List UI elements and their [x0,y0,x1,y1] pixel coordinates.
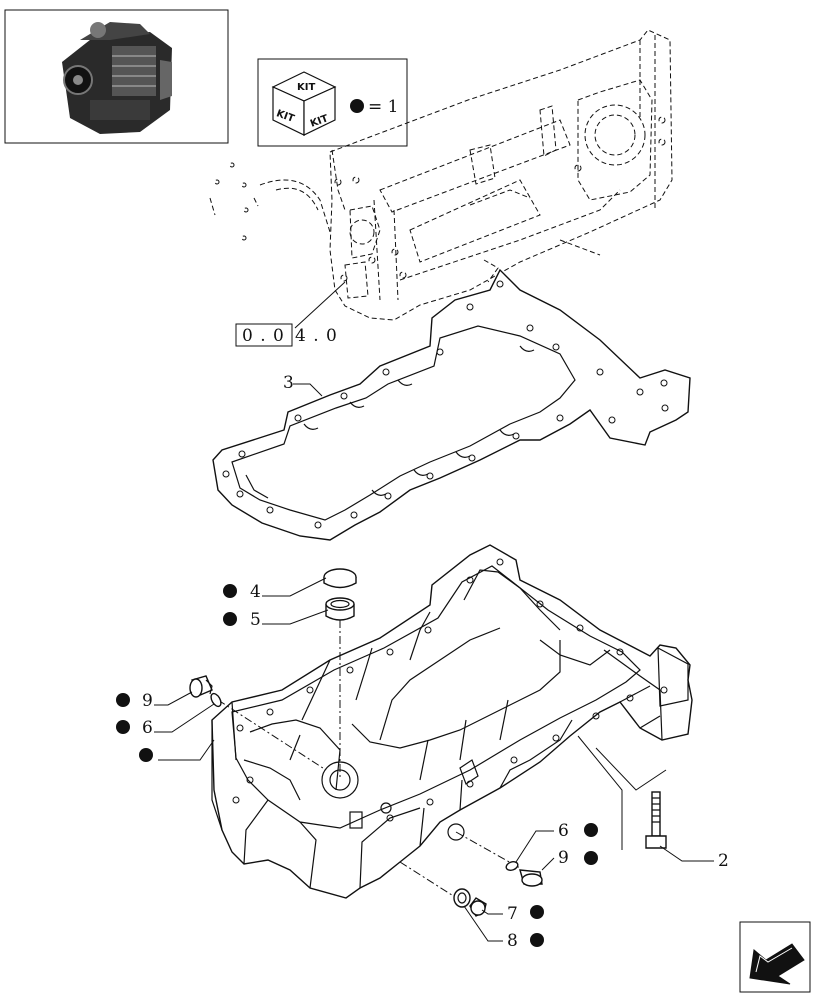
kit-bullet-icon [584,823,598,837]
kit-bullet-icon [584,851,598,865]
kit-equals-text: = 1 [368,97,398,117]
svg-text:6: 6 [142,718,153,738]
svg-text:9: 9 [142,691,153,711]
plug-7[interactable] [469,897,487,917]
plug-cap-4[interactable] [323,568,357,589]
svg-text:7: 7 [507,904,518,924]
kit-bullet-icon [116,720,130,734]
callout-8[interactable]: 8 [463,905,544,951]
o-ring-6-right[interactable] [505,860,519,872]
engine-icon [62,22,172,134]
navigation-arrow-button[interactable] [739,921,811,993]
kit-box-icon: KIT KIT KIT [271,71,337,136]
callout-4[interactable]: 4 [223,577,327,602]
svg-text:6: 6 [558,821,569,841]
seal-ring-5[interactable] [325,597,355,621]
assembly-axis-lines [217,620,667,905]
callout-6-right[interactable]: 6 [515,821,598,863]
kit-bullet-icon [116,693,130,707]
kit-bullet-icon [223,612,237,626]
svg-text:3: 3 [283,373,294,393]
arrow-left-down-icon [749,943,805,985]
sealing-washer-8[interactable] [453,888,471,908]
svg-text:5: 5 [250,610,261,630]
reference-label[interactable]: 0 . 0 4 . 0 [235,281,346,347]
kit-bullet-icon [223,584,237,598]
svg-text:9: 9 [558,848,569,868]
oil-pan-gasket[interactable] [212,268,691,541]
kit-legend: KIT KIT KIT = 1 [257,58,408,147]
drain-plug-9-left[interactable] [189,675,213,698]
reference-trailing-text: 4 . 0 [295,326,338,346]
drain-plug-9-right[interactable] [519,869,543,887]
o-ring-6-left[interactable] [209,692,223,708]
callout-1-oil-pan[interactable] [139,739,215,762]
engine-block-outline [209,29,673,321]
callout-5[interactable]: 5 [223,609,329,630]
bolt-2[interactable] [645,791,667,849]
kit-label-top: KIT [297,82,315,93]
callout-3[interactable]: 3 [283,373,323,397]
engine-thumbnail[interactable] [4,9,229,144]
reference-boxed-text: 0 . 0 [242,326,285,346]
kit-bullet-icon [530,905,544,919]
callout-2[interactable]: 2 [659,845,729,871]
callouts: 3 4 5 9 6 6 [116,373,729,951]
callout-6-left[interactable]: 6 [116,703,215,738]
kit-bullet-icon [530,933,544,947]
kit-bullet-icon [139,748,153,762]
callout-9-left[interactable]: 9 [116,691,193,711]
svg-text:8: 8 [507,931,518,951]
kit-bullet-icon [350,99,364,113]
callout-7[interactable]: 7 [481,904,544,924]
svg-text:2: 2 [718,851,729,871]
oil-pan[interactable] [211,544,693,899]
svg-text:4: 4 [250,582,261,602]
callout-9-right[interactable]: 9 [541,848,598,871]
